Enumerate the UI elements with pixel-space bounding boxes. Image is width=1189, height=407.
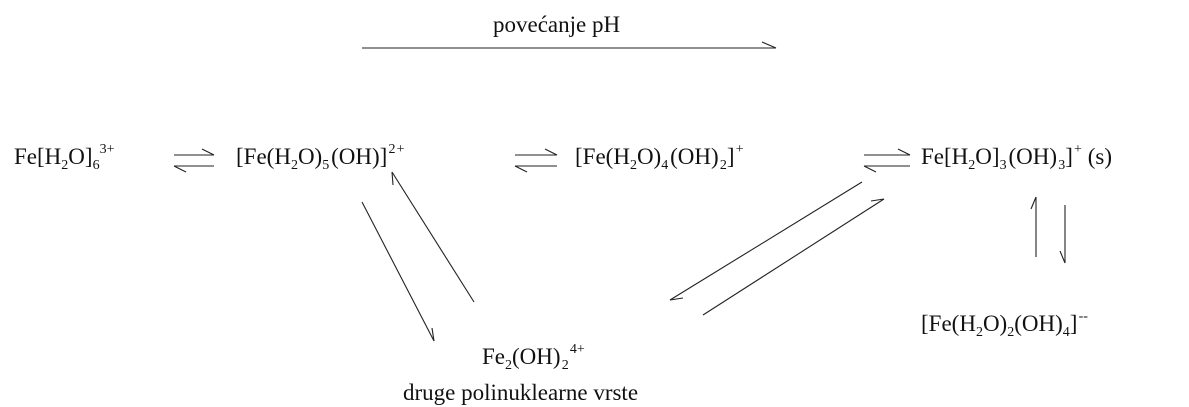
equilibrium-arrows-3-4 bbox=[863, 148, 911, 173]
equilibrium-arrows-2-3 bbox=[514, 148, 558, 173]
species-fe-triaqua-trihydroxo-solid: Fe[H2O]3 (OH) 3] + (s) bbox=[921, 142, 1112, 173]
equilibrium-arrows-4-5 bbox=[1030, 196, 1066, 264]
equilibrium-arrows-2-6 bbox=[361, 171, 475, 342]
equilibrium-arrows-1-2 bbox=[173, 148, 215, 173]
species-fe-tetraaqua-dihydroxo: [Fe(H2O)4 (OH) 2] + bbox=[575, 142, 744, 173]
polynuclear-species-caption: druge polinuklearne vrste bbox=[403, 380, 639, 405]
ph-increase-label: povećanje pH bbox=[493, 12, 621, 37]
species-fe-diaqua-tetrahydroxo: [Fe(H2O)2(OH)4] -- bbox=[921, 309, 1088, 340]
ph-increase-arrow bbox=[362, 41, 777, 49]
species-fe2-dihydroxo-dimer: Fe2(OH) 2 4+ bbox=[482, 342, 585, 373]
species-fe-hexaaqua: Fe[H2O]63+ bbox=[14, 142, 115, 173]
equilibrium-arrows-6-4 bbox=[669, 181, 885, 316]
species-fe-pentaaqua-hydroxo: [Fe(H2O)5 (OH)] 2 + bbox=[236, 142, 405, 173]
